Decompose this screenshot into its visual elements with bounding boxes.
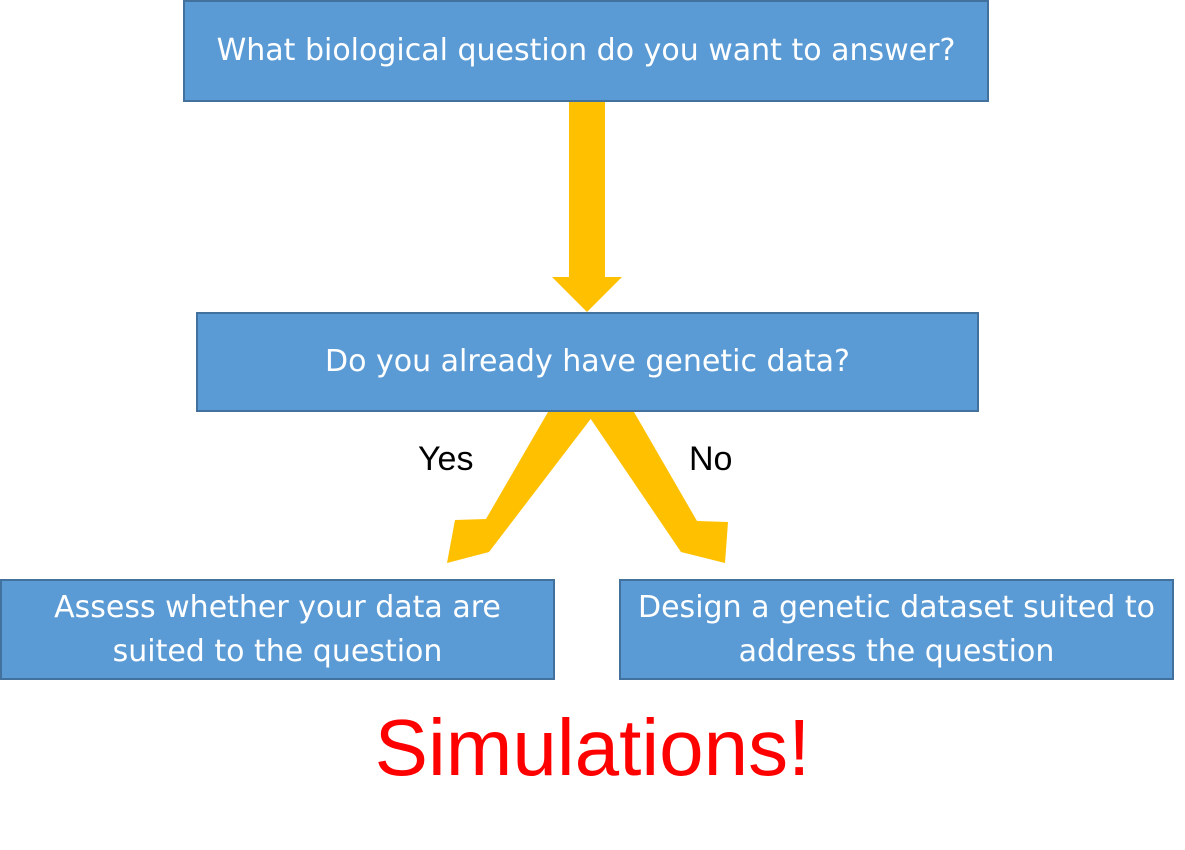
simulations-heading: Simulations! xyxy=(374,703,811,792)
assess-box: Assess whether your data are suited to t… xyxy=(0,579,555,680)
question-text: What biological question do you want to … xyxy=(216,33,956,69)
design-text: Design a genetic dataset suited to addre… xyxy=(638,590,1155,669)
design-box: Design a genetic dataset suited to addre… xyxy=(619,579,1174,680)
arrow-yes xyxy=(447,412,596,563)
yes-label: Yes xyxy=(418,440,474,478)
arrow-no xyxy=(586,412,728,563)
assess-text: Assess whether your data are suited to t… xyxy=(54,590,501,669)
no-label: No xyxy=(689,440,733,478)
data-check-text: Do you already have genetic data? xyxy=(325,344,850,380)
question-box: What biological question do you want to … xyxy=(183,0,989,102)
data-check-box: Do you already have genetic data? xyxy=(196,312,979,412)
arrow-down xyxy=(552,102,622,312)
